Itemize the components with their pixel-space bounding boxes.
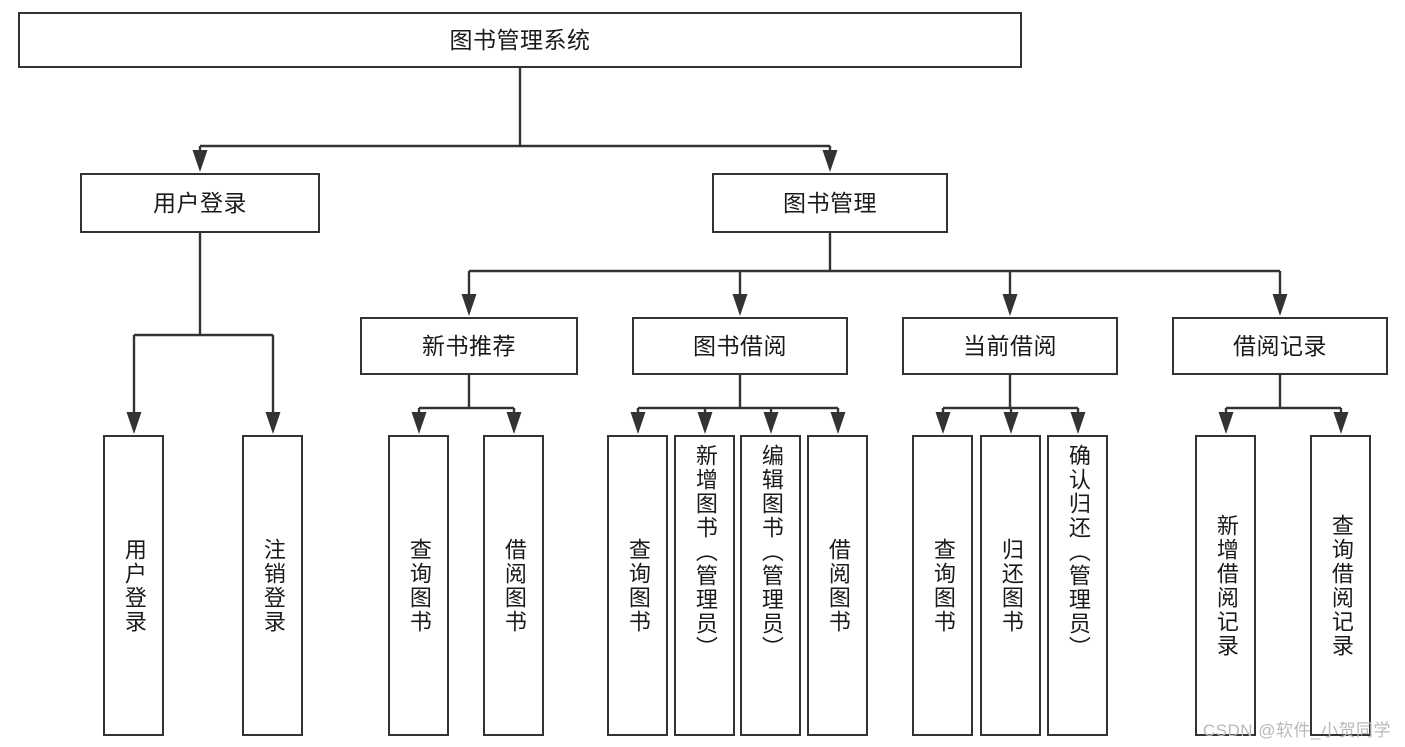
node-label-leaf-return-book: 归还图书 [998, 537, 1024, 634]
arrowhead-icon-leaf-add-book [697, 412, 713, 434]
node-label-leaf-add-book: 新增图书（管理员） [692, 444, 718, 660]
edge-group-borrow-record [1218, 375, 1349, 434]
edge-group-current-borrow [935, 375, 1086, 434]
node-leaf-query-book-2[interactable]: 查询图书 [607, 435, 668, 736]
node-leaf-return-book[interactable]: 归还图书 [980, 435, 1041, 736]
node-label-leaf-query-book-3: 查询图书 [930, 537, 956, 634]
arrowhead-icon-leaf-edit-book [763, 412, 779, 434]
arrowhead-icon-leaf-confirm-return [1070, 412, 1086, 434]
node-borrow-record[interactable]: 借阅记录 [1172, 317, 1388, 375]
node-label-leaf-edit-book: 编辑图书（管理员） [758, 444, 784, 660]
node-label-book-borrow: 图书借阅 [693, 332, 787, 359]
node-leaf-edit-book[interactable]: 编辑图书（管理员） [740, 435, 801, 736]
node-leaf-query-borrow-record[interactable]: 查询借阅记录 [1310, 435, 1371, 736]
node-label-leaf-user-login: 用户登录 [121, 537, 147, 634]
arrowhead-icon-current-borrow [1002, 294, 1018, 316]
node-label-leaf-query-book-1: 查询图书 [406, 537, 432, 634]
node-label-borrow-record: 借阅记录 [1233, 332, 1327, 359]
arrowhead-icon-leaf-query-book-2 [630, 412, 646, 434]
node-label-leaf-query-borrow-record: 查询借阅记录 [1328, 513, 1354, 658]
arrowhead-icon-leaf-query-book-3 [935, 412, 951, 434]
node-label-book-manage: 图书管理 [783, 189, 877, 216]
node-label-leaf-query-book-2: 查询图书 [625, 537, 651, 634]
node-book-manage[interactable]: 图书管理 [712, 173, 948, 233]
node-new-book-recommend[interactable]: 新书推荐 [360, 317, 578, 375]
arrowhead-icon-leaf-query-borrow-record [1333, 412, 1349, 434]
edge-group-root [192, 68, 838, 172]
edge-group-user-login [126, 233, 281, 434]
arrowhead-icon-leaf-user-logout [265, 412, 281, 434]
node-label-user-login: 用户登录 [153, 189, 247, 216]
arrowhead-icon-leaf-user-login [126, 412, 142, 434]
node-leaf-query-book-3[interactable]: 查询图书 [912, 435, 973, 736]
arrowhead-icon-leaf-add-borrow-record [1218, 412, 1234, 434]
arrowhead-icon-new-book-recommend [461, 294, 477, 316]
edge-group-new-book-recommend [411, 375, 522, 434]
arrowhead-icon-leaf-borrow-book-1 [506, 412, 522, 434]
node-leaf-user-login[interactable]: 用户登录 [103, 435, 164, 736]
node-leaf-borrow-book-1[interactable]: 借阅图书 [483, 435, 544, 736]
arrowhead-icon-leaf-return-book [1003, 412, 1019, 434]
arrowhead-icon-book-borrow [732, 294, 748, 316]
node-leaf-query-book-1[interactable]: 查询图书 [388, 435, 449, 736]
node-label-leaf-borrow-book-2: 借阅图书 [825, 537, 851, 634]
node-user-login[interactable]: 用户登录 [80, 173, 320, 233]
node-book-borrow[interactable]: 图书借阅 [632, 317, 848, 375]
node-label-leaf-borrow-book-1: 借阅图书 [501, 537, 527, 634]
node-label-new-book-recommend: 新书推荐 [422, 332, 516, 359]
node-root[interactable]: 图书管理系统 [18, 12, 1022, 68]
edge-group-book-borrow [630, 375, 846, 434]
arrowhead-icon-leaf-query-book-1 [411, 412, 427, 434]
node-leaf-add-book[interactable]: 新增图书（管理员） [674, 435, 735, 736]
arrowhead-icon-user-login [192, 150, 208, 172]
node-leaf-confirm-return[interactable]: 确认归还（管理员） [1047, 435, 1108, 736]
node-label-leaf-add-borrow-record: 新增借阅记录 [1213, 513, 1239, 658]
arrowhead-icon-book-manage [822, 150, 838, 172]
node-label-current-borrow: 当前借阅 [963, 332, 1057, 359]
arrowhead-icon-borrow-record [1272, 294, 1288, 316]
node-label-leaf-user-logout: 注销登录 [260, 537, 286, 634]
node-label-leaf-confirm-return: 确认归还（管理员） [1065, 444, 1091, 660]
arrowhead-icon-leaf-borrow-book-2 [830, 412, 846, 434]
node-leaf-user-logout[interactable]: 注销登录 [242, 435, 303, 736]
node-label-root: 图书管理系统 [449, 26, 591, 53]
node-leaf-add-borrow-record[interactable]: 新增借阅记录 [1195, 435, 1256, 736]
node-leaf-borrow-book-2[interactable]: 借阅图书 [807, 435, 868, 736]
node-current-borrow[interactable]: 当前借阅 [902, 317, 1118, 375]
edge-group-book-manage [461, 233, 1288, 316]
